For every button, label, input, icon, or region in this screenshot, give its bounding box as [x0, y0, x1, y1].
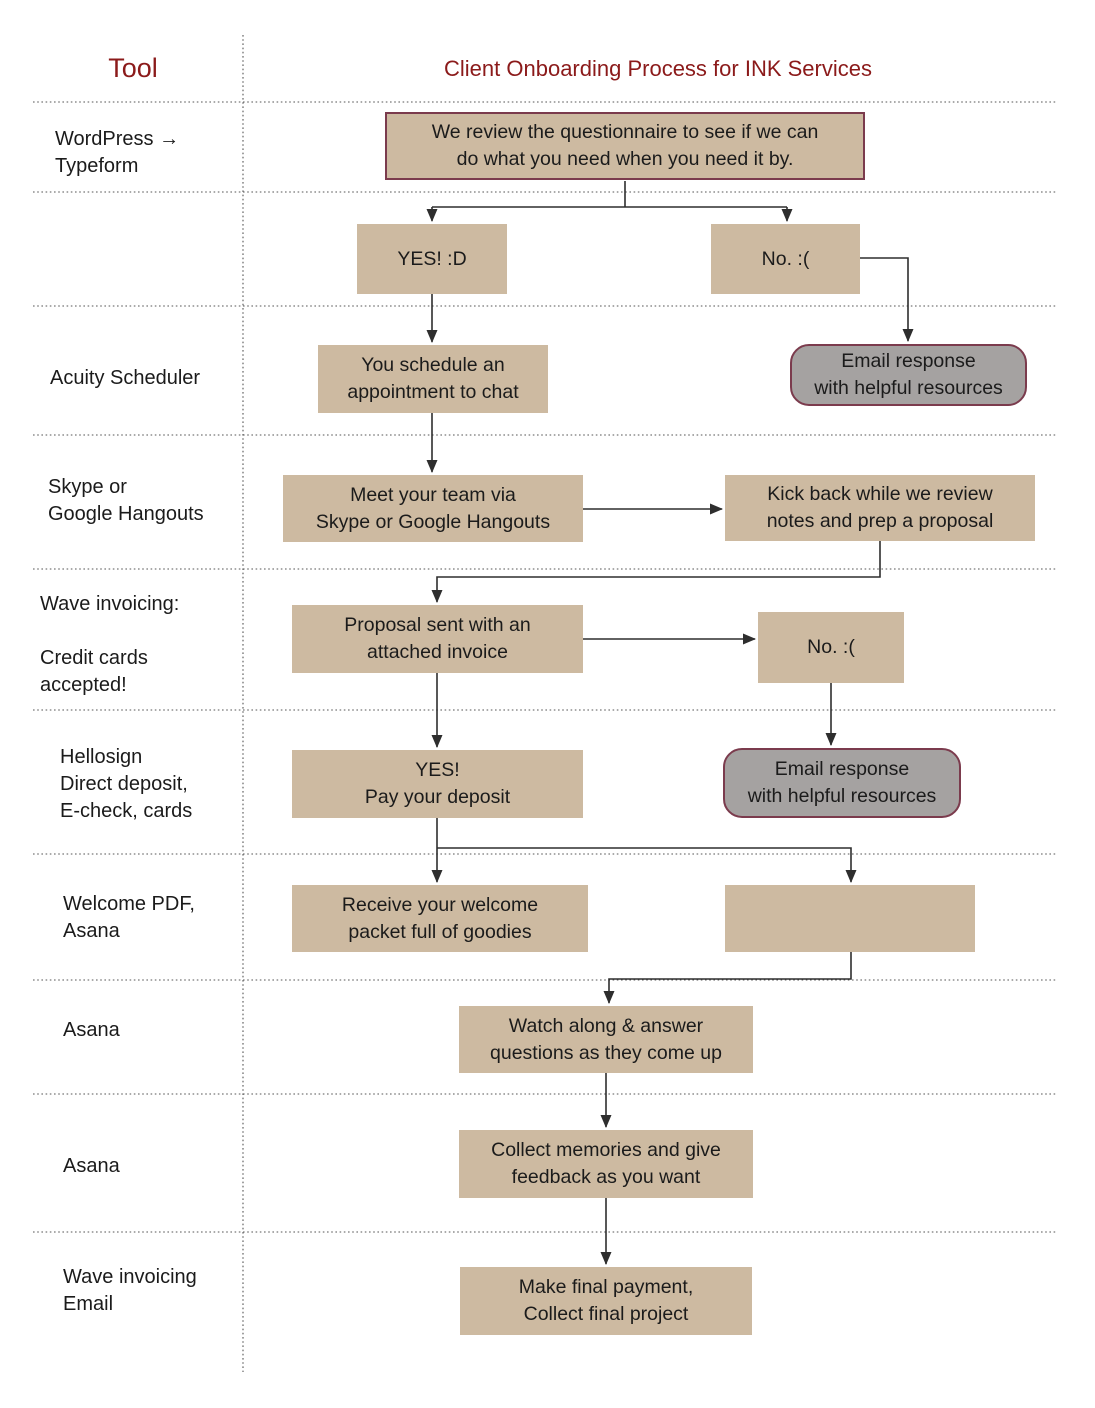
node-kick-back: Kick back while we review notes and prep… — [725, 475, 1035, 541]
node-watch-along: Watch along & answer questions as they c… — [459, 1006, 753, 1073]
node-no-sad-2: No. :( — [758, 612, 904, 683]
node-collect-memories: Collect memories and give feedback as yo… — [459, 1130, 753, 1198]
node-email-response-1: Email response with helpful resources — [790, 344, 1027, 406]
tool-label-collect: Asana — [63, 1155, 120, 1177]
connector-no1-to-email1 — [860, 257, 914, 342]
connector-kickback-to-proposal — [431, 541, 881, 603]
node-yes-happy: YES! :D — [357, 224, 507, 294]
connector-review-branch-stem — [432, 181, 787, 208]
grid-lines — [33, 35, 1057, 1372]
tool-label-scheduler: Acuity Scheduler — [50, 367, 201, 389]
tool-column-title: Tool — [108, 53, 158, 83]
node-schedule-appointment: You schedule an appointment to chat — [318, 345, 548, 413]
node-make-final-payment: Make final payment, Collect final projec… — [460, 1267, 752, 1335]
tool-label-final: Wave invoicing Email — [63, 1266, 197, 1315]
node-yes-pay-deposit: YES! Pay your deposit — [292, 750, 583, 818]
connector-yesdeposit-to-extra — [437, 847, 857, 883]
node-empty-placeholder — [725, 885, 975, 952]
diagram-title: Client Onboarding Process for INK Servic… — [444, 56, 872, 81]
connector-extra-to-watch — [603, 952, 852, 1004]
node-receive-welcome-packet: Receive your welcome packet full of good… — [292, 885, 588, 952]
node-review-questionnaire: We review the questionnaire to see if we… — [385, 112, 865, 180]
tool-label-watch: Asana — [63, 1019, 120, 1041]
node-no-sad-1: No. :( — [711, 224, 860, 294]
tool-label-questionnaire: WordPress → Typeform — [55, 128, 180, 177]
tool-label-invoicing: Wave invoicing: Credit cards accepted! — [40, 593, 180, 696]
tool-label-deposit: Hellosign Direct deposit, E-check, cards — [60, 746, 193, 822]
node-meet-team: Meet your team via Skype or Google Hango… — [283, 475, 583, 542]
tool-label-meeting: Skype or Google Hangouts — [48, 476, 204, 525]
node-email-response-2: Email response with helpful resources — [723, 748, 961, 818]
node-proposal-sent: Proposal sent with an attached invoice — [292, 605, 583, 673]
flow-arrows — [426, 181, 914, 1265]
tool-label-welcome: Welcome PDF, Asana — [63, 893, 195, 942]
